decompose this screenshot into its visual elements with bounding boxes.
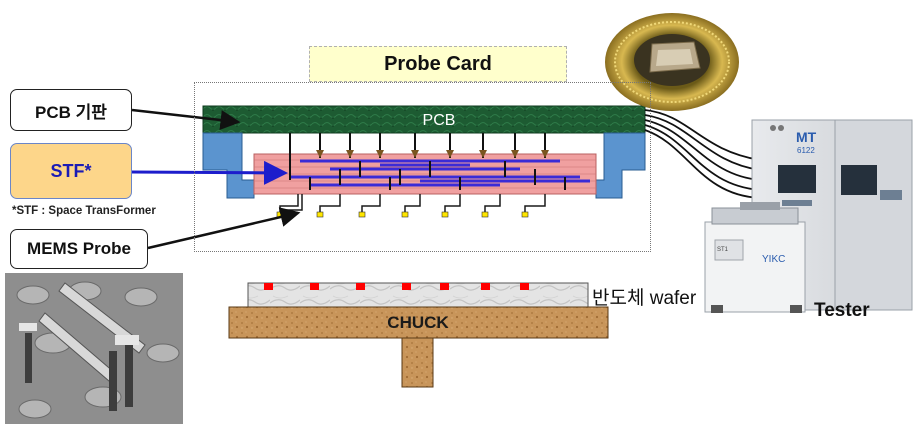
wafer [247, 282, 589, 308]
pcb-arrow [131, 108, 241, 130]
tester-cables [644, 109, 761, 199]
handler-machine: ST1 YIKC [704, 202, 806, 313]
pcb-layer [202, 105, 646, 134]
wafer-pads [264, 283, 529, 290]
chuck-stem [401, 337, 434, 388]
mems-probe-photo [5, 273, 183, 424]
handler-model: ST1 [717, 247, 729, 253]
left-clamp [202, 132, 255, 199]
stf-arrow [131, 160, 288, 185]
probe-card-title: Probe Card [309, 46, 567, 82]
via-dots [309, 161, 566, 190]
chuck-plate [228, 306, 609, 339]
stf-callout: STF* [10, 143, 132, 199]
pin-heads [316, 150, 549, 158]
mems-arrow [147, 207, 301, 250]
tester-brand: MT [796, 129, 817, 145]
tester-model: 6122 [797, 146, 815, 155]
right-clamp [595, 132, 646, 199]
mems-callout: MEMS Probe [10, 229, 148, 269]
probe-card-frame [194, 82, 651, 252]
wafer-label: 반도체 wafer [592, 288, 697, 309]
handler-brand: YIKC [762, 254, 785, 265]
probe-card-photo [605, 13, 739, 111]
chuck-label: CHUCK [387, 313, 449, 332]
pcb-layer-label: PCB [423, 112, 456, 129]
tester-label: Tester [814, 300, 870, 321]
stf-footnote: *STF : Space TransFormer [12, 205, 156, 217]
pcb-callout: PCB 기판 [10, 89, 132, 131]
